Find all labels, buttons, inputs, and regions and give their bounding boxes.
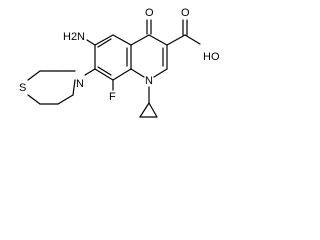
bond-morph-7 (27, 94, 41, 105)
bond-cooh-oh (184, 34, 201, 45)
bond-morph-6 (27, 70, 41, 81)
bond-c7-c8-inner (97, 66, 112, 76)
molecule-diagram: H2N O O HO N S F N (19, 7, 220, 118)
bond-c6-nh2 (86, 39, 96, 46)
bond-cp-3 (148, 102, 158, 118)
bond-c7-c8 (94, 68, 114, 81)
bond-c2-n1 (153, 68, 168, 78)
bonds (27, 19, 201, 118)
carboxyl-oxygen-label: O (181, 7, 190, 19)
bond-c8-c8a (112, 68, 132, 81)
bond-c5-c6 (94, 34, 114, 46)
amino-group-label: H2N (63, 31, 85, 43)
thiomorpholine-sulfur-label: S (19, 82, 26, 94)
bond-morph-1 (57, 94, 74, 105)
bond-morph-3 (72, 79, 76, 96)
thiomorpholine-nitrogen-label: N (76, 78, 84, 90)
ring-nitrogen-label: N (145, 75, 153, 87)
atom-labels: H2N O O HO N S F N (19, 7, 220, 103)
bond-c4-c3 (148, 34, 168, 46)
fluorine-label: F (109, 91, 116, 103)
bond-c5-c6-inner (97, 38, 112, 48)
bond-c3-cooh (166, 34, 186, 46)
bond-c7-nmorph (84, 68, 96, 76)
bond-cp-1 (139, 102, 150, 118)
hydroxyl-label: HO (203, 51, 220, 63)
bond-c4a-c5 (112, 34, 132, 46)
bond-n1-c8a (130, 68, 145, 78)
ketone-oxygen-label: O (145, 7, 154, 19)
bond-c4a-c4 (130, 34, 150, 46)
